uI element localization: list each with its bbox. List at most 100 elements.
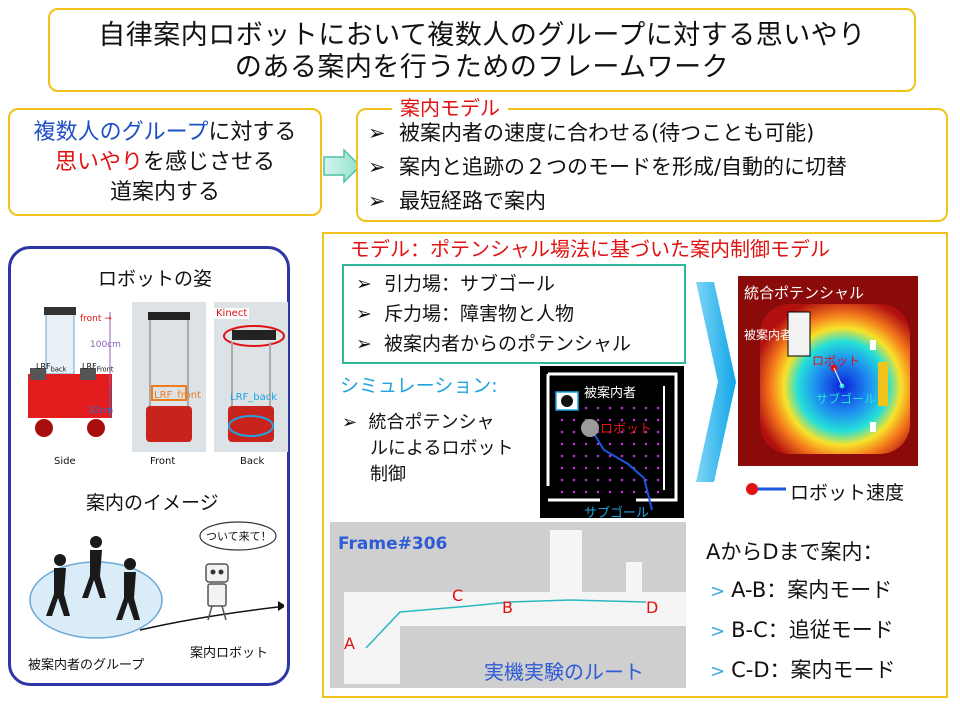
sim-grid-dot <box>620 418 624 422</box>
height-32-label: 32cm <box>88 406 114 416</box>
force-item-1: ➢ 引力場：サブゴール <box>356 273 556 295</box>
route-plan-item-1-text: A-B：案内モード <box>731 578 893 602</box>
sim-grid-dot <box>572 454 576 458</box>
simulation-image <box>540 366 684 518</box>
sim-grid-dot <box>656 418 660 422</box>
kinect-label: Kinect <box>214 308 250 319</box>
sim-grid-dot <box>560 430 564 434</box>
guidance-model-item-1: ➢ 被案内者の速度に合わせる(待つことも可能) <box>368 121 815 145</box>
sim-subgoal-label: サブゴール <box>584 506 650 521</box>
sim-grid-dot <box>644 466 648 470</box>
sim-grid-dot <box>572 442 576 446</box>
sim-grid-dot <box>560 454 564 458</box>
goal-line-1: 複数人のグループに対する <box>10 118 320 148</box>
sim-grid-dot <box>608 442 612 446</box>
goal-line-2: 思いやりを感じさせる <box>10 148 320 178</box>
simulation-line-1: ➢ 統合ポテンシャ <box>342 412 495 433</box>
force-item-2: ➢ 斥力場：障害物と人物 <box>356 303 575 325</box>
sim-grid-dot <box>632 454 636 458</box>
robot-front-photo <box>132 302 206 452</box>
integrated-potential-image <box>738 276 918 466</box>
title-box: 自律案内ロボットにおいて複数人のグループに対する思いやり のある案内を行うための… <box>48 8 916 92</box>
robot-back-photo <box>214 302 288 452</box>
sim-grid-dot <box>644 454 648 458</box>
sim-grid-dot <box>608 430 612 434</box>
robot-side-illustration <box>24 302 124 448</box>
guidance-model-item-3: ➢ 最短経路で案内 <box>368 189 546 213</box>
lrf-front-side-sub: Front <box>96 365 114 374</box>
sim-grid-dot <box>656 442 660 446</box>
simulation-title: シミュレーション: <box>340 375 498 397</box>
sim-grid-dot <box>596 454 600 458</box>
robot-velocity-legend-icon <box>746 483 786 495</box>
sim-grid-dot <box>608 466 612 470</box>
sim-grid-dot <box>560 418 564 422</box>
route-point-a: A <box>344 634 355 653</box>
sim-grid-dot <box>584 406 588 410</box>
sim-grid-dot <box>656 478 660 482</box>
sim-robot-label: ロボット <box>600 422 653 437</box>
simulation-line-3: 制御 <box>370 464 406 485</box>
side-caption: Side <box>54 456 76 467</box>
lrf-back-side-label: LRFback <box>36 362 66 374</box>
force-item-2-text: 斥力場：障害物と人物 <box>384 303 575 325</box>
sim-grid-dot <box>560 478 564 482</box>
force-list-box <box>342 264 686 364</box>
front-caption: Front <box>150 456 176 467</box>
sim-grid-dot <box>572 430 576 434</box>
route-plan-title: AからDまで案内： <box>706 540 884 564</box>
sim-grid-dot <box>572 466 576 470</box>
goal-highlight-group: 複数人のグループ <box>33 120 209 145</box>
route-plan-item-3-text: C-D：案内モード <box>731 658 896 682</box>
route-point-c: C <box>452 586 464 605</box>
sim-grid-dot <box>632 490 636 494</box>
potential-title: 統合ポテンシャル <box>744 284 865 302</box>
chevron-right-icon: > <box>710 581 726 602</box>
sim-grid-dot <box>632 418 636 422</box>
guidance-model-item-2-text: 案内と追跡の２つのモードを形成/自動的に切替 <box>398 155 848 179</box>
goal-box: 複数人のグループに対する 思いやりを感じさせる 道案内する <box>8 108 322 216</box>
lrf-front-photo-label: LRF_front <box>154 390 202 401</box>
sim-grid-dot <box>608 490 612 494</box>
speech-bubble-text: ついて来て！ <box>206 530 272 543</box>
potential-robot-label: ロボット <box>812 354 861 368</box>
robot-velocity-legend-label: ロボット速度 <box>790 482 905 504</box>
sim-grid-dot <box>596 406 600 410</box>
route-plan-item-3: >C-D：案内モード <box>710 654 896 684</box>
sim-grid-dot <box>644 418 648 422</box>
sim-grid-dot <box>584 454 588 458</box>
sim-grid-dot <box>584 478 588 482</box>
goal-line-3: 道案内する <box>109 180 220 205</box>
route-map-image <box>330 522 686 688</box>
sim-grid-dot <box>560 466 564 470</box>
chevron-right-icon: > <box>710 661 726 682</box>
force-item-3-text: 被案内者からのポテンシャル <box>384 333 632 355</box>
sim-grid-dot <box>644 430 648 434</box>
route-frame-label: Frame#306 <box>338 534 448 554</box>
sim-grid-dot <box>596 490 600 494</box>
right-arrow-icon <box>323 148 362 184</box>
guided-group-label: 被案内者のグループ <box>28 658 145 673</box>
sim-grid-dot <box>656 430 660 434</box>
sim-grid-dot <box>656 466 660 470</box>
back-caption: Back <box>240 456 265 467</box>
sim-grid-dot <box>656 490 660 494</box>
sim-grid-dot <box>596 478 600 482</box>
sim-grid-dot <box>620 478 624 482</box>
chevron-right-icon <box>696 282 736 482</box>
goal-line-2-rest: を感じさせる <box>143 150 276 175</box>
sim-grid-dot <box>596 418 600 422</box>
robot-appearance-title: ロボットの姿 <box>98 268 213 290</box>
sim-grid-dot <box>644 442 648 446</box>
sim-grid-dot <box>620 406 624 410</box>
sim-grid-dot <box>620 466 624 470</box>
control-model-title: モデル：ポテンシャル場法に基づいた案内制御モデル <box>350 237 830 261</box>
lrf-back-side-main: LRF <box>36 362 51 371</box>
sim-grid-dot <box>632 430 636 434</box>
sim-grid-dot <box>656 406 660 410</box>
sim-grid-dot <box>608 406 612 410</box>
route-point-d: D <box>646 598 659 617</box>
sim-grid-dot <box>572 490 576 494</box>
lrf-back-photo-label: LRF_back <box>230 392 278 403</box>
simulation-line-2: ルによるロボット <box>370 438 514 459</box>
